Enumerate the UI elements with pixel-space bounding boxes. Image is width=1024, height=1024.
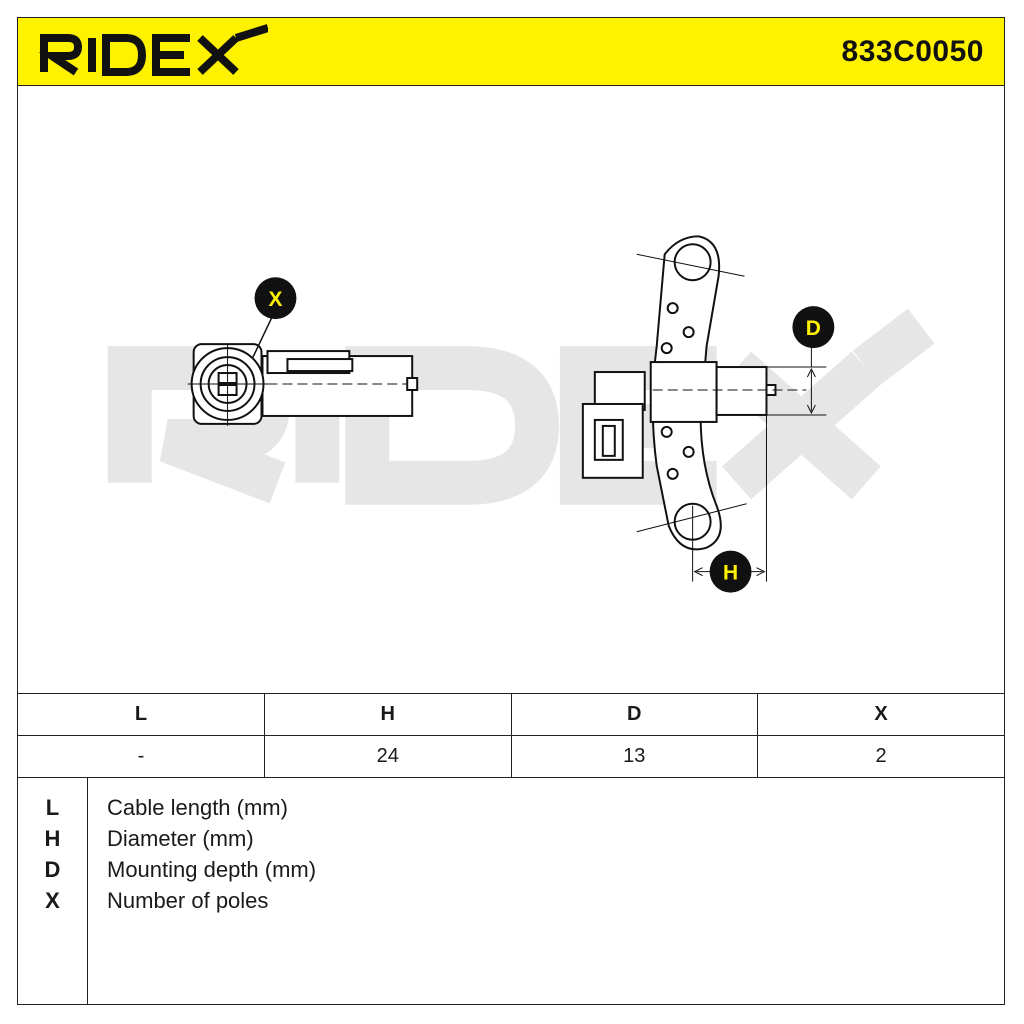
legend-divider xyxy=(87,778,88,1004)
part-number: 833C0050 xyxy=(841,35,984,68)
sensor-side-view xyxy=(187,317,419,426)
datasheet: 833C0050 xyxy=(17,17,1005,1005)
spec-header-d: D xyxy=(510,693,758,736)
legend-item: X Number of poles xyxy=(18,885,1004,916)
spec-header-row: L H D X xyxy=(18,693,1004,736)
svg-text:D: D xyxy=(806,317,821,340)
legend-key: H xyxy=(44,826,61,851)
legend-key: X xyxy=(45,888,60,913)
spec-header-x: X xyxy=(757,693,1004,736)
legend-key: L xyxy=(45,795,60,820)
spec-value-row: - 24 13 2 xyxy=(18,735,1004,777)
spec-value-d: 13 xyxy=(510,735,758,777)
callout-x: X xyxy=(254,277,297,320)
legend-item: D Mounting depth (mm) xyxy=(18,854,1004,885)
spec-value-l: - xyxy=(18,735,265,777)
sensor-front-view xyxy=(581,235,807,551)
svg-text:X: X xyxy=(268,288,282,311)
dimension-d xyxy=(716,346,827,416)
svg-text:H: H xyxy=(723,562,738,585)
spec-header-l: L xyxy=(18,693,265,736)
spec-header-h: H xyxy=(264,693,511,736)
spec-table: L H D X - 24 13 2 xyxy=(18,693,1004,777)
callout-d: D xyxy=(792,306,835,349)
legend-item: L Cable length (mm) xyxy=(18,792,1004,823)
legend-label: Cable length (mm) xyxy=(107,795,288,820)
legend-item: H Diameter (mm) xyxy=(18,823,1004,854)
legend: L Cable length (mm) H Diameter (mm) D Mo… xyxy=(18,777,1004,1004)
ridex-logo xyxy=(38,24,268,76)
legend-label: Number of poles xyxy=(107,888,269,913)
sensor-drawing: X xyxy=(107,235,935,593)
spec-value-h: 24 xyxy=(264,735,511,777)
legend-key: D xyxy=(44,857,61,882)
legend-label: Mounting depth (mm) xyxy=(107,857,317,882)
callout-h: H xyxy=(709,550,752,593)
legend-label: Diameter (mm) xyxy=(107,826,254,851)
spec-value-x: 2 xyxy=(757,735,1004,777)
header-bar: 833C0050 xyxy=(18,18,1004,86)
